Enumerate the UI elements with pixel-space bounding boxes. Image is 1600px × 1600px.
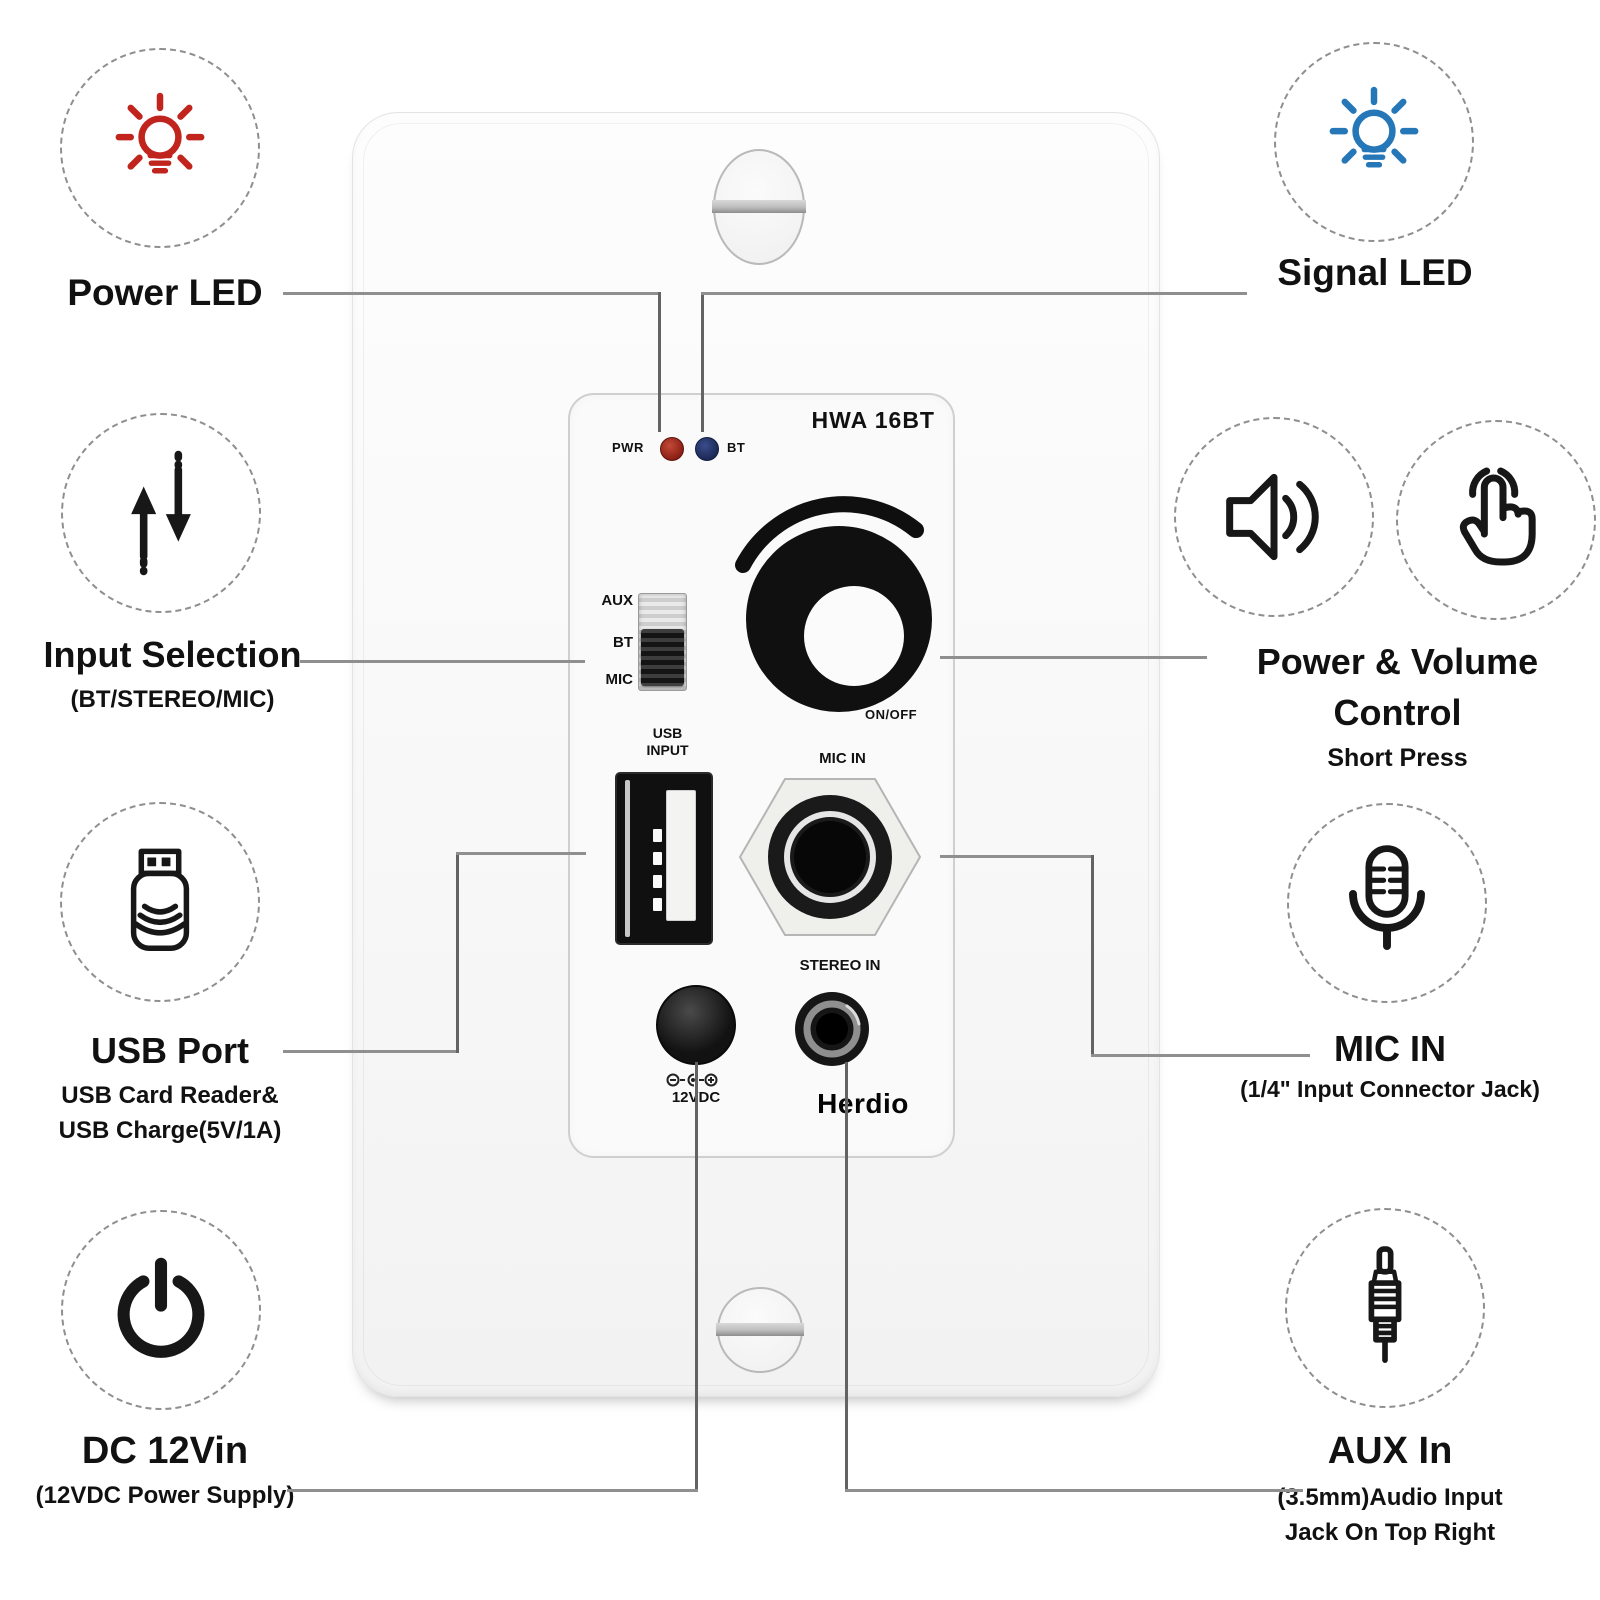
power-led-title: Power LED [67, 272, 263, 313]
input-selector-switch [638, 593, 687, 691]
power-led-callout-line [283, 292, 660, 295]
stereo-bore [816, 1013, 848, 1045]
mic-elbow-line [1091, 855, 1094, 1057]
power-volume-subtitle: Short Press [1327, 744, 1468, 772]
usb-port [615, 772, 713, 945]
input-selection-title: Input Selection [43, 634, 302, 675]
aux-plug-icon [1368, 1246, 1402, 1363]
knob-rotation-arc [735, 496, 924, 573]
usb-port-subtitle-2: USB Charge(5V/1A) [58, 1117, 282, 1144]
mic-callout-line [1091, 1054, 1310, 1057]
amplifier-module: HWA 16BT PWR BT AUX BT MIC ON/OFF USB IN… [568, 393, 955, 1158]
dc-callout-line [287, 1489, 698, 1492]
usb-tongue [666, 790, 696, 921]
signal-led-callout-circle [1274, 42, 1474, 242]
selector-option-bt: BT [613, 634, 633, 651]
power-volume-title-line1: Power & Volume [1256, 641, 1539, 682]
top-screw-slot [712, 200, 806, 213]
input-selection-callout-line [300, 660, 585, 663]
knob-onoff-label: ON/OFF [865, 707, 918, 722]
usb-port-title: USB Port [90, 1030, 249, 1071]
usb-shell-highlight [625, 780, 630, 937]
speaker-icon [1226, 473, 1319, 561]
knob-pointer-dot [804, 586, 904, 686]
jack-inner-ring [784, 811, 876, 903]
selector-option-aux: AUX [601, 592, 633, 609]
usb-elbow-line [456, 852, 459, 1053]
stereo-highlight [845, 1004, 861, 1026]
brand-logo: Herdio [817, 1088, 909, 1119]
model-number: HWA 16BT [811, 407, 935, 433]
power-symbol-icon [117, 1257, 205, 1358]
usb-pin [653, 898, 662, 911]
usb-port-subtitle-1: USB Card Reader& [61, 1082, 279, 1109]
aux-in-subtitle-2: Jack On Top Right [1284, 1519, 1496, 1546]
stereo-jack-label: STEREO IN [799, 957, 881, 974]
microphone-icon [1349, 845, 1425, 951]
speaker-callout-circle [1174, 417, 1374, 617]
aux-callout-line [845, 1489, 1303, 1492]
tap-callout-circle [1396, 420, 1596, 620]
input-selector-slider [641, 628, 684, 687]
signal-led-drop-line [701, 292, 704, 432]
usb-callout-line [283, 1050, 459, 1053]
usb-port-callout-circle [60, 802, 260, 1002]
bottom-screw [716, 1287, 804, 1373]
aux-drop-line [845, 1062, 848, 1492]
power-volume-title-line2: Control [1333, 692, 1462, 733]
aux-callout-circle [1285, 1208, 1485, 1408]
usb-port-line [456, 852, 586, 855]
up-down-arrows-icon [131, 450, 191, 576]
stereo-ring [803, 1000, 861, 1058]
power-led-indicator [660, 437, 684, 461]
bulb-red-icon [115, 92, 205, 174]
dc-power-jack [656, 985, 736, 1065]
dc-polarity-icon [666, 1073, 718, 1087]
jack-bore [794, 821, 866, 893]
usb-label-line2: INPUT [646, 742, 689, 758]
power-volume-callout-line [940, 656, 1207, 659]
dc-subtitle: (12VDC Power Supply) [35, 1482, 295, 1509]
bt-led-label: BT [727, 440, 746, 455]
power-led-callout-circle [60, 48, 260, 248]
usb-pin [653, 875, 662, 888]
stereo-input-jack [795, 992, 869, 1066]
dc-title: DC 12Vin [81, 1430, 249, 1472]
usb-drive-icon [130, 848, 190, 951]
top-screw [712, 149, 806, 265]
mic-callout-circle [1287, 803, 1487, 1003]
pwr-led-label: PWR [612, 440, 644, 455]
input-selection-subtitle: (BT/STEREO/MIC) [70, 686, 275, 713]
power-volume-title: Power & Volume Control [1195, 636, 1600, 738]
dc-callout-circle [61, 1210, 261, 1410]
aux-in-subtitle-1: (3.5mm)Audio Input [1277, 1484, 1503, 1511]
usb-pin [653, 852, 662, 865]
usb-label-line1: USB [652, 725, 683, 741]
aux-in-title: AUX In [1327, 1430, 1453, 1472]
bluetooth-led-indicator [695, 437, 719, 461]
wall-plate-bevel [363, 123, 1149, 1386]
signal-led-callout-line [701, 292, 1247, 295]
dc-drop-line [695, 1062, 698, 1492]
volume-knob [735, 496, 932, 712]
mic-input-jack [738, 778, 922, 936]
signal-led-title: Signal LED [1277, 252, 1473, 293]
mic-in-subtitle: (1/4" Input Connector Jack) [1240, 1076, 1540, 1102]
tap-hand-icon [1459, 467, 1536, 566]
mic-jack-line [940, 855, 1094, 858]
mic-jack-label: MIC IN [819, 750, 866, 767]
power-led-drop-line [658, 292, 661, 432]
usb-pin [653, 829, 662, 842]
bottom-screw-slot [716, 1323, 804, 1336]
bulb-blue-icon [1329, 86, 1419, 168]
selector-option-mic: MIC [605, 671, 634, 688]
mic-in-title: MIC IN [1334, 1028, 1446, 1069]
input-selection-callout-circle [61, 413, 261, 613]
usb-port-label: USB INPUT [610, 725, 725, 759]
